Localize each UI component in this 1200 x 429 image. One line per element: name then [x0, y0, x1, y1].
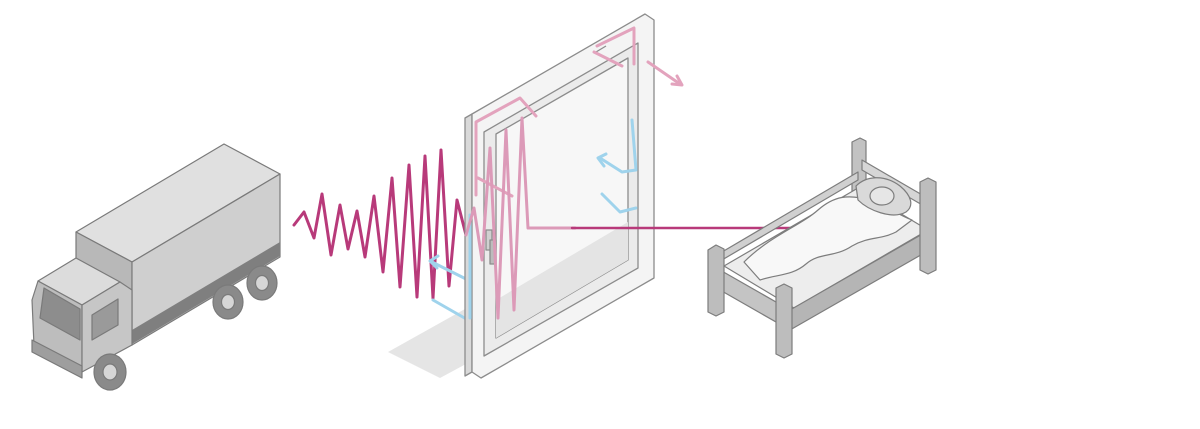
bed-post-front-right — [775, 283, 793, 359]
truck-icon — [31, 143, 281, 391]
truck-chassis — [132, 242, 280, 344]
warm-air-path-top — [595, 26, 636, 66]
window-vent-slot-right — [595, 45, 607, 53]
warm-air-arrow-out-head — [670, 74, 684, 87]
noise-wave-through-glass — [464, 116, 577, 320]
truck-side-window — [91, 298, 119, 341]
warm-air-arrow-inner — [476, 176, 514, 198]
window-icon — [464, 13, 655, 379]
warm-air-arrow-top — [592, 50, 624, 68]
bed-icon — [707, 137, 937, 359]
cold-air-arrow-lower — [431, 298, 470, 322]
warm-air-path-left — [474, 96, 538, 197]
truck-wheel-front — [93, 353, 127, 391]
bed-post-back-right — [919, 177, 937, 275]
cold-air-flow-right — [468, 118, 638, 320]
noise-wave-outside — [292, 148, 468, 300]
truck-wheel-rear-1 — [212, 284, 244, 320]
truck-bumper — [31, 339, 83, 379]
bed-linen — [743, 196, 913, 281]
cold-air-path-right-lower — [600, 192, 638, 214]
warm-air-flow — [474, 26, 684, 198]
truck-windscreen — [39, 287, 81, 341]
warm-air-arrow-out — [646, 60, 682, 86]
window-glass-shade — [496, 222, 628, 338]
cold-air-path-right — [598, 118, 638, 174]
bed-post-front-left — [707, 244, 725, 317]
cold-air-arrow-upper — [430, 260, 470, 282]
cold-air-arrow-upper-head — [428, 254, 440, 270]
bed-sleeper-head — [869, 186, 895, 206]
cold-air-head-right — [596, 152, 608, 168]
truck-wheel-rear-2 — [246, 265, 278, 301]
cold-air-arrows-left — [428, 254, 470, 322]
